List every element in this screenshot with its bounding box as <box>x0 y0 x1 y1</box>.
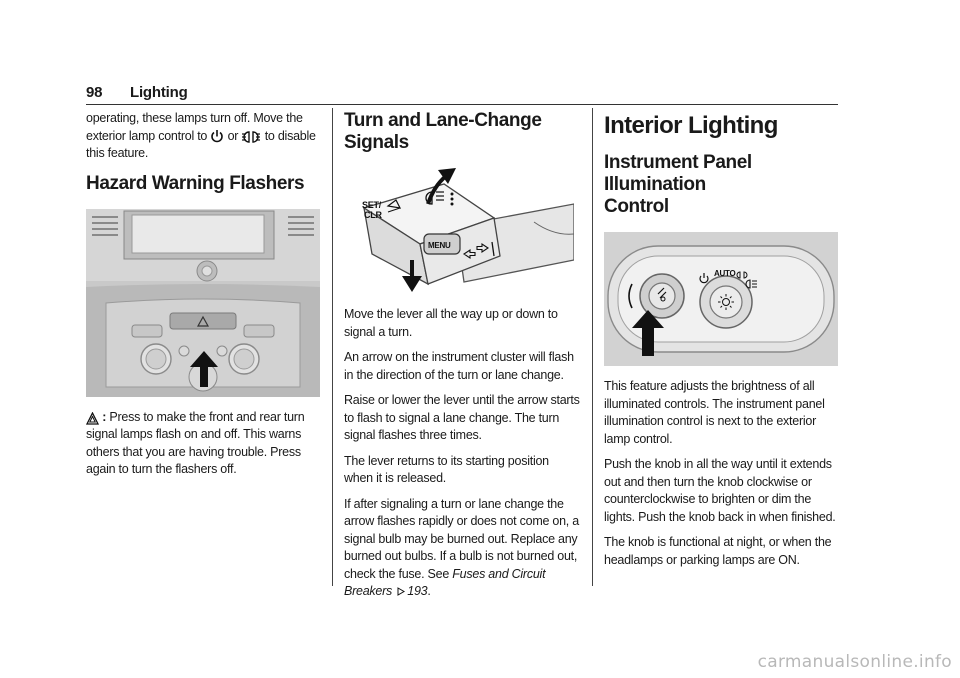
turn-signals-heading: Turn and Lane-Change Signals <box>344 110 542 153</box>
instrument-panel-heading: Instrument Panel Illumination Control <box>604 152 840 218</box>
illumination-paragraph-3: The knob is functional at night, or when… <box>604 535 832 567</box>
intro-paragraph: operating, these lamps turn off. Move th… <box>86 110 322 163</box>
headlamps-icon <box>745 279 757 289</box>
or-text: or <box>227 128 239 143</box>
turn-signal-paragraph-4: The lever returns to its starting positi… <box>344 453 549 486</box>
parking-lamp-icon <box>242 130 261 143</box>
power-icon <box>211 129 224 142</box>
header-rule <box>86 104 838 105</box>
instrument-panel-heading-line1: Instrument Panel Illumination <box>604 152 752 195</box>
set-clr-label-line2: CLR <box>364 210 382 220</box>
turn-signal-lever-illustration: SET/ CLR MENU <box>362 168 574 292</box>
interior-lighting-heading: Interior Lighting <box>604 112 778 139</box>
lane-change-arrows-icon <box>463 241 495 260</box>
column-divider-2 <box>592 108 593 586</box>
section-title: Lighting <box>130 84 188 101</box>
dimmer-icon <box>657 287 667 302</box>
wiper-dots-icon <box>450 192 454 206</box>
set-clr-label-line1: SET/ <box>362 200 382 210</box>
turn-signal-paragraph-5: If after signaling a turn or lane change… <box>344 496 580 601</box>
page-reference-icon <box>397 587 406 596</box>
turn-signal-paragraph-2: An arrow on the instrument cluster will … <box>344 350 574 382</box>
bulb-check-text: If after signaling a turn or lane change… <box>344 496 579 581</box>
fuses-reference-title-part2[interactable]: Breakers <box>344 584 393 598</box>
illumination-paragraph-2: Push the knob in all the way until it ex… <box>604 457 836 524</box>
column-divider-1 <box>332 108 333 586</box>
right-column: Interior Lighting Instrument Panel Illum… <box>604 110 840 577</box>
headlamp-sun-icon <box>718 294 734 310</box>
menu-button-shape <box>423 233 461 255</box>
hazard-triangle-icon <box>86 411 99 425</box>
period: . <box>427 584 431 598</box>
hazard-description: : Press to make the front and rear turn … <box>86 409 322 479</box>
fuses-reference-page[interactable]: 193 <box>407 584 428 598</box>
left-column: operating, these lamps turn off. Move th… <box>86 110 322 487</box>
page-header: 98 Lighting <box>86 84 838 104</box>
hazard-switch-illustration <box>86 208 320 397</box>
instrument-panel-heading-line2: Control <box>604 196 669 217</box>
fuses-reference-title-part1[interactable]: Fuses and Circuit <box>452 566 546 581</box>
turn-signal-paragraph-3: Raise or lower the lever until the arrow… <box>344 393 580 442</box>
lever-down-arrow <box>402 260 422 292</box>
page-number: 98 <box>86 84 103 101</box>
intro-text-end: to disable this feature. <box>86 128 316 161</box>
watermark: carmanualsonline.info <box>757 652 952 672</box>
hazard-label: : <box>102 409 107 424</box>
high-beam-icon <box>425 191 444 205</box>
middle-column: Turn and Lane-Change Signals SET/ CLR ME… <box>344 110 580 609</box>
menu-button-label: MENU <box>428 241 451 250</box>
hazard-text: Press to make the front and rear turn si… <box>86 409 305 477</box>
parking-lamps-icon <box>736 271 748 279</box>
intro-text-start: operating, these lamps turn off. Move th… <box>86 111 303 143</box>
auto-label: AUTO <box>714 269 736 278</box>
illumination-control-illustration: AUTO <box>604 232 838 366</box>
hazard-heading: Hazard Warning Flashers <box>86 172 305 194</box>
lever-up-arrow <box>426 168 456 205</box>
illumination-paragraph-1: This feature adjusts the brightness of a… <box>604 379 825 446</box>
cruise-icon <box>386 199 402 213</box>
off-power-icon <box>699 273 709 284</box>
turn-signal-paragraph-1: Move the lever all the way up or down to… <box>344 307 558 339</box>
